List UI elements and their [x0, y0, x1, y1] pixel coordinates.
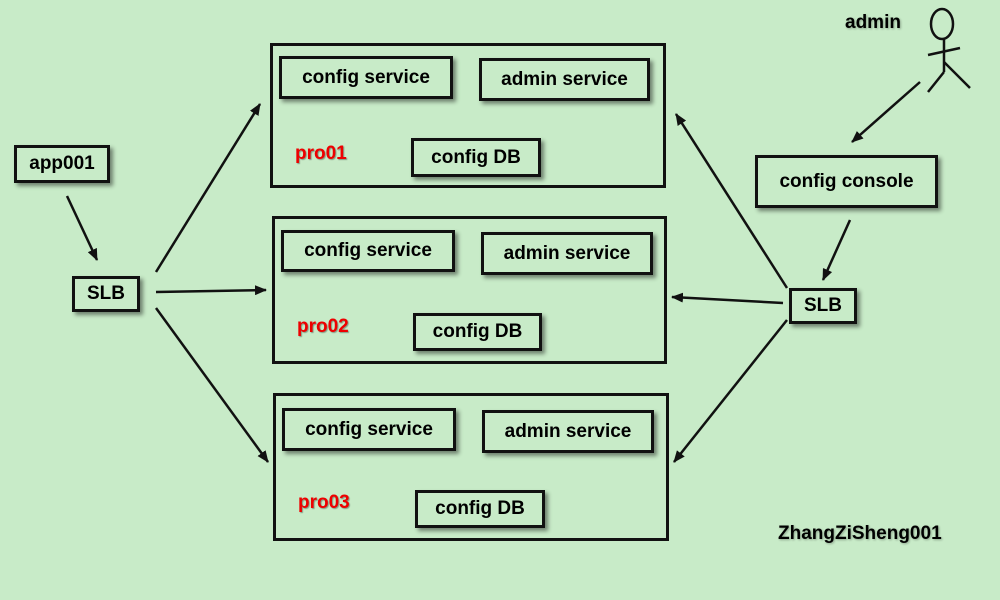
admin-service-node: admin service — [482, 410, 654, 453]
arrow-console-to-slb — [821, 219, 852, 281]
arrow-slb-to-pro03 — [154, 307, 270, 463]
slb-right-label: SLB — [804, 295, 842, 316]
arrow-slb-to-pro01 — [154, 103, 262, 273]
app001-label: app001 — [29, 153, 95, 174]
admin-actor-icon — [927, 7, 971, 93]
config-service-label: config service — [302, 66, 430, 88]
slb-left-label: SLB — [87, 283, 125, 304]
config-service-label: config service — [305, 418, 433, 440]
arrow-slb-to-pro02 — [155, 285, 267, 296]
admin-service-label: admin service — [504, 420, 632, 442]
arrow-slb-to-pro02-right — [671, 292, 784, 305]
env-label-pro02: pro02 — [297, 316, 349, 337]
slb-left-node: SLB — [72, 276, 140, 312]
config-service-label: config service — [304, 240, 432, 261]
env-pro03: config service admin service config DB p… — [273, 393, 669, 541]
admin-service-label: admin service — [501, 68, 628, 90]
env-pro01: config service admin service config DB p… — [270, 43, 666, 188]
config-service-node: config service — [279, 56, 453, 99]
admin-service-node: admin service — [481, 232, 653, 275]
arrow-app-to-slb — [65, 195, 99, 261]
config-db-label: config DB — [431, 146, 521, 168]
config-db-node: config DB — [415, 490, 545, 528]
config-db-label: config DB — [435, 498, 525, 519]
env-label-pro01: pro01 — [295, 143, 347, 164]
slb-right-node: SLB — [789, 288, 857, 324]
config-db-label: config DB — [432, 321, 523, 342]
config-service-node: config service — [281, 230, 455, 272]
config-console-node: config console — [755, 155, 938, 208]
config-db-node: config DB — [413, 313, 542, 351]
arrow-admin-to-console — [851, 81, 921, 143]
app001-node: app001 — [14, 145, 110, 183]
admin-service-label: admin service — [503, 242, 631, 264]
arrow-slb-to-pro03-right — [673, 319, 788, 463]
arrow-slb-to-pro01-right — [674, 113, 789, 289]
config-service-node: config service — [282, 408, 456, 451]
config-console-label: config console — [779, 170, 914, 192]
env-pro02: config service admin service config DB p… — [272, 216, 667, 364]
config-db-node: config DB — [411, 138, 541, 177]
env-label-pro03: pro03 — [298, 492, 350, 513]
admin-label: admin — [845, 12, 901, 33]
author-watermark: ZhangZiSheng001 — [778, 523, 942, 544]
admin-service-node: admin service — [479, 58, 650, 101]
